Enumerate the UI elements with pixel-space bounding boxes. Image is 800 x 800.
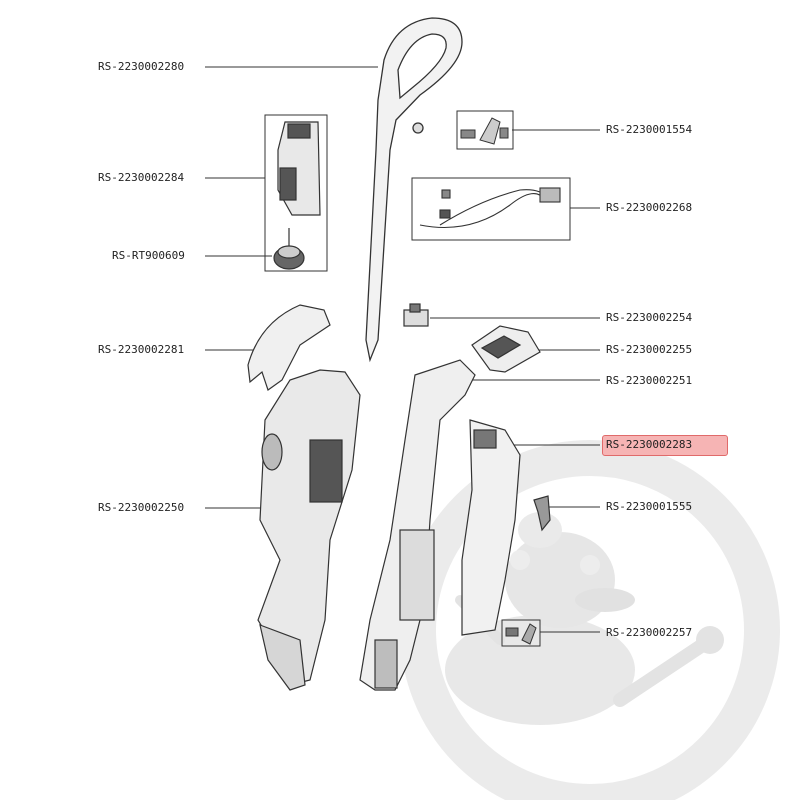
motor-body-part [257, 369, 361, 691]
filter-group-box [264, 114, 328, 272]
selected-part-highlight [602, 435, 728, 456]
latch-part [471, 325, 541, 373]
part-label[interactable]: RS-2230002254 [606, 311, 693, 324]
spring-kit-part [505, 623, 537, 645]
side-panel-part [461, 419, 521, 636]
leader-lines [205, 66, 600, 633]
handle-tube-part [365, 17, 463, 363]
part-label[interactable]: RS-2230002281 [98, 343, 185, 356]
part-label[interactable]: RS-2230002284 [98, 171, 185, 184]
filter-cartridge-part [277, 121, 321, 216]
part-label[interactable]: RS-2230002255 [606, 343, 693, 356]
part-label[interactable]: RS-2230002268 [606, 201, 693, 214]
part-label[interactable]: RS-2230002280 [98, 60, 185, 73]
cord-kit-box [411, 177, 571, 241]
clip-part [403, 303, 429, 327]
part-label-selected[interactable]: RS-2230002283 [606, 438, 693, 451]
button-kit-box [456, 110, 514, 150]
part-label[interactable]: RS-2230001554 [606, 123, 693, 136]
spring-kit-box [501, 619, 541, 647]
power-cord-part [419, 187, 561, 228]
main-frame-part [359, 359, 476, 691]
button-kit-part [460, 117, 509, 145]
hook-part [533, 495, 551, 532]
part-label[interactable]: RS-RT900609 [112, 249, 185, 262]
part-label[interactable]: RS-2230002251 [606, 374, 693, 387]
wheel-part [273, 228, 305, 270]
part-label[interactable]: RS-2230002250 [98, 501, 185, 514]
part-label[interactable]: RS-2230002257 [606, 626, 693, 639]
part-label[interactable]: RS-2230001555 [606, 500, 693, 513]
top-cover-part [247, 304, 331, 391]
